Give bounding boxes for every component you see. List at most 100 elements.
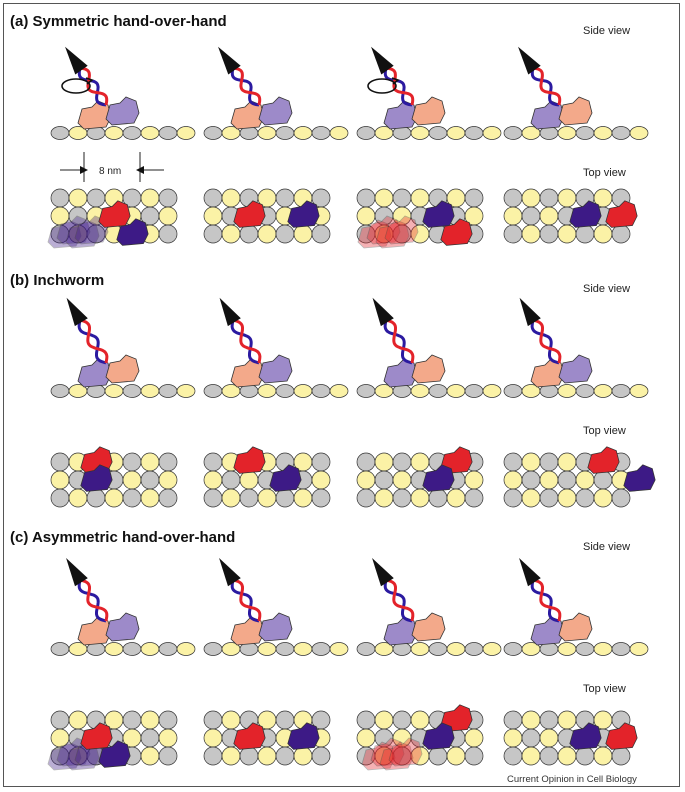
- tubulin-subunit: [539, 224, 559, 244]
- motor-head-front: [411, 612, 446, 642]
- tubulin-subunit: [122, 710, 142, 730]
- tubulin-subunit: [464, 126, 484, 140]
- ghost-head: [65, 219, 100, 249]
- cargo-arrowhead-icon: [65, 46, 88, 75]
- side-view-label-b: Side view: [583, 283, 630, 295]
- top-view-label-a: Top view: [583, 167, 626, 179]
- tubulin-subunit: [392, 470, 412, 490]
- journal-credit: Current Opinion in Cell Biology: [507, 774, 637, 785]
- panel-0-2: [356, 46, 502, 249]
- tubulin-subunit: [158, 452, 178, 472]
- tubulin-subunit: [611, 746, 631, 766]
- tubulin-subunit: [68, 488, 88, 508]
- tubulin-subunit: [104, 488, 124, 508]
- motor-head-rear: [230, 358, 265, 388]
- tubulin-subunit: [311, 470, 331, 490]
- tubulin-subunit: [611, 224, 631, 244]
- tubulin-subunit: [392, 188, 412, 208]
- tubulin-subunit: [428, 488, 448, 508]
- scale-label: 8 nm: [99, 166, 121, 177]
- cargo-arrowhead-icon: [371, 46, 394, 75]
- motor-head-front: [258, 96, 293, 126]
- ghost-head: [47, 741, 82, 771]
- tubulin-subunit: [557, 452, 577, 472]
- tubulin-subunit: [203, 452, 223, 472]
- tubulin-subunit: [221, 470, 241, 490]
- tubulin-subunit: [221, 710, 241, 730]
- tubulin-subunit: [446, 384, 466, 398]
- tubulin-subunit: [356, 488, 376, 508]
- tubulin-subunit: [140, 746, 160, 766]
- stalk-strand-blue: [530, 579, 560, 623]
- tubulin-subunit: [356, 452, 376, 472]
- stalk-strand-red: [385, 66, 415, 106]
- tubulin-subunit: [158, 470, 178, 490]
- cargo-arrowhead-icon: [219, 297, 241, 327]
- tubulin-subunit: [464, 188, 484, 208]
- tubulin-subunit: [521, 188, 541, 208]
- tubulin-subunit: [140, 126, 160, 140]
- stalk-strand-blue: [530, 67, 560, 107]
- tubulin-subunit: [50, 452, 70, 472]
- motor-head-top: [98, 740, 131, 768]
- motor-head-front: [558, 96, 593, 126]
- tubulin-subunit: [611, 126, 631, 140]
- motor-head-top: [569, 722, 602, 750]
- panel-1-3: [503, 297, 656, 508]
- ghost-head: [357, 219, 392, 249]
- tubulin-subunit: [221, 224, 241, 244]
- tubulin-subunit: [50, 188, 70, 208]
- panel-1-2: [356, 297, 502, 508]
- motor-head-rear: [383, 616, 418, 646]
- tubulin-subunit: [257, 488, 277, 508]
- motor-head-rear: [77, 100, 112, 130]
- scale-bar: 8 nm: [60, 152, 164, 182]
- stalk-strand-red: [532, 66, 562, 106]
- section-title-c: (c) Asymmetric hand-over-hand: [10, 529, 235, 546]
- tubulin-subunit: [503, 488, 523, 508]
- motor-head-top: [233, 446, 266, 474]
- cargo-arrowhead-icon: [66, 297, 88, 327]
- motor-head-front: [258, 612, 293, 642]
- tubulin-subunit: [293, 384, 313, 398]
- tubulin-subunit: [50, 488, 70, 508]
- motor-head-top: [422, 200, 455, 228]
- tubulin-subunit: [257, 384, 277, 398]
- motor-head-top: [422, 722, 455, 750]
- tubulin-subunit: [446, 746, 466, 766]
- stalk-strand-red: [532, 318, 562, 364]
- tubulin-subunit: [374, 488, 394, 508]
- tubulin-subunit: [575, 126, 595, 140]
- tubulin-subunit: [464, 488, 484, 508]
- tubulin-subunit: [356, 126, 376, 140]
- tubulin-subunit: [593, 488, 613, 508]
- tubulin-subunit: [239, 488, 259, 508]
- tubulin-subunit: [356, 206, 376, 226]
- tubulin-subunit: [428, 126, 448, 140]
- motor-head-rear: [530, 616, 565, 646]
- tubulin-subunit: [257, 126, 277, 140]
- tubulin-subunit: [203, 710, 223, 730]
- tubulin-subunit: [158, 488, 178, 508]
- motor-head-top: [287, 200, 320, 228]
- tubulin-subunit: [464, 384, 484, 398]
- ghost-head: [361, 741, 396, 771]
- tubulin-subunit: [428, 642, 448, 656]
- tubulin-subunit: [311, 224, 331, 244]
- tubulin-subunit: [356, 384, 376, 398]
- tubulin-subunit: [293, 488, 313, 508]
- tubulin-subunit: [203, 188, 223, 208]
- tubulin-subunit: [503, 710, 523, 730]
- tubulin-subunit: [539, 452, 559, 472]
- motor-head-top: [269, 464, 302, 492]
- stalk-strand-blue: [230, 67, 260, 107]
- stalk-strand-red: [232, 66, 262, 106]
- motor-head-top: [98, 200, 131, 228]
- tubulin-subunit: [356, 188, 376, 208]
- tubulin-subunit: [50, 642, 70, 656]
- tubulin-subunit: [329, 126, 349, 140]
- motor-head-top: [605, 200, 638, 228]
- motor-head-top: [80, 464, 113, 492]
- tubulin-subunit: [557, 188, 577, 208]
- tubulin-subunit: [521, 488, 541, 508]
